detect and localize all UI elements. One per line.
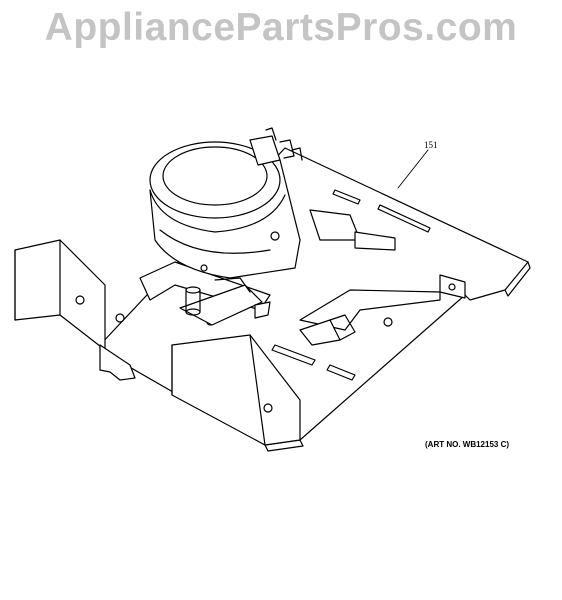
art-number: (ART NO. WB12153 C) bbox=[425, 440, 509, 449]
right-tab bbox=[439, 274, 466, 299]
lock-linkage bbox=[139, 209, 441, 346]
left-flange bbox=[14, 239, 136, 381]
lock-motor bbox=[149, 127, 303, 279]
callout-leader bbox=[397, 149, 429, 189]
front-flange bbox=[171, 334, 301, 446]
watermark-logo: AppliancePartsPros.com bbox=[44, 6, 518, 49]
pivot-pin bbox=[185, 286, 201, 316]
callout-label: 151 bbox=[424, 140, 438, 150]
